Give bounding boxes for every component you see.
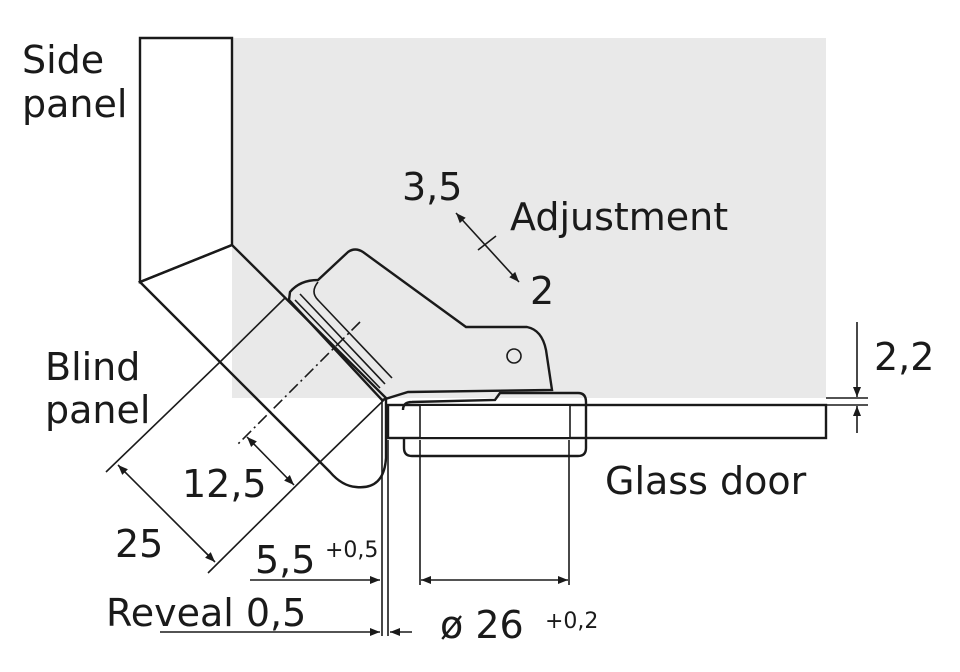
side-panel-label: panel (22, 82, 127, 126)
dim-5-5-tolerance: +0,5 (325, 538, 378, 563)
side-panel-label: Side (22, 38, 104, 82)
dim-12-5-line (246, 436, 295, 486)
adjust-plus-value: 3,5 (402, 165, 462, 209)
blind-panel-label: Blind (45, 345, 140, 389)
center-line (237, 321, 361, 445)
side-panel (138, 36, 234, 284)
hinge-cup (401, 391, 588, 458)
reveal-dimension: Reveal 0,5 (106, 591, 306, 635)
adjust-minus-value: 2 (530, 269, 554, 313)
dim-25: 25 (115, 522, 163, 566)
hinge-pivot (506, 348, 522, 364)
dim-5-5: 5,5 (255, 538, 315, 582)
bore-diameter: ø 26 (440, 603, 524, 647)
glass-door (386, 403, 828, 440)
adjustment-label: Adjustment (510, 195, 728, 239)
blind-panel (137, 243, 388, 489)
dim-25-line (117, 464, 216, 563)
panel-joint-line (219, 297, 286, 363)
gap-dimension: 2,2 (874, 335, 934, 379)
bore-tolerance: +0,2 (545, 609, 598, 634)
adjustment-arrow (455, 212, 520, 283)
panel-joint-line (319, 397, 387, 463)
glass-door-label: Glass door (605, 459, 807, 503)
blind-panel-label: panel (45, 388, 150, 432)
hinge-arm (287, 248, 554, 402)
dim-12-5: 12,5 (182, 462, 267, 506)
